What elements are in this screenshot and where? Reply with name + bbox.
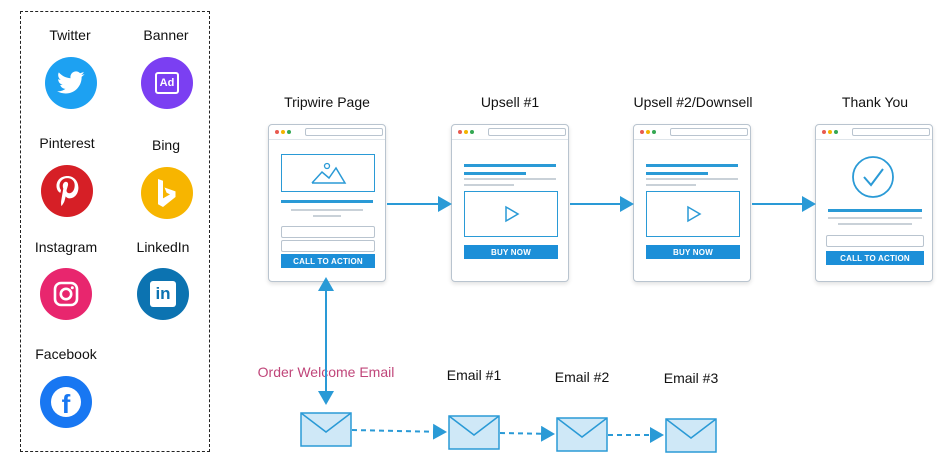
envelope-icon-email-1 (448, 415, 500, 450)
source-label-linkedin: LinkedIn (136, 239, 190, 255)
source-label-twitter: Twitter (49, 27, 91, 43)
email-label-3: Email #3 (663, 370, 719, 386)
call-to-action-button-thank-you[interactable]: CALL TO ACTION (826, 251, 924, 265)
source-label-facebook: Facebook (35, 346, 97, 362)
video-play-icon (464, 191, 558, 237)
envelope-icon-email-3 (665, 418, 717, 453)
envelope-icon-order-welcome (300, 412, 352, 447)
source-label-pinterest: Pinterest (39, 135, 95, 151)
dashed-arrow-email-0-to-1 (351, 423, 447, 440)
checkmark-icon (851, 155, 895, 199)
thank-you-page-mockup: CALL TO ACTION (815, 124, 933, 282)
buy-now-button-2[interactable]: BUY NOW (646, 245, 740, 259)
upsell-2-page-mockup: BUY NOW (633, 124, 751, 282)
funnel-step-title-thank-you: Thank You (841, 94, 909, 110)
twitter-icon (45, 57, 97, 109)
buy-now-button-1[interactable]: BUY NOW (464, 245, 558, 259)
dashed-arrow-email-1-to-2 (499, 425, 555, 442)
video-play-icon (646, 191, 740, 237)
bing-icon (141, 167, 193, 219)
envelope-icon-email-2 (556, 417, 608, 452)
tripwire-page-mockup: CALL TO ACTION (268, 124, 386, 282)
image-placeholder-icon (281, 154, 375, 192)
email-label-1: Email #1 (446, 367, 502, 383)
funnel-step-title-upsell-1: Upsell #1 (480, 94, 540, 110)
upsell-1-page-mockup: BUY NOW (451, 124, 569, 282)
linkedin-icon: in (137, 268, 189, 320)
instagram-icon (40, 268, 92, 320)
source-label-instagram: Instagram (34, 239, 98, 255)
facebook-icon: f (40, 376, 92, 428)
ad-icon: Ad (141, 57, 193, 109)
pinterest-icon (41, 165, 93, 217)
email-label-2: Email #2 (554, 369, 610, 385)
funnel-step-title-tripwire: Tripwire Page (284, 94, 370, 110)
source-label-bing: Bing (151, 137, 181, 153)
source-label-banner: Banner (143, 27, 189, 43)
funnel-step-title-upsell-2: Upsell #2/Downsell (633, 94, 753, 110)
traffic-sources-panel (20, 11, 210, 452)
call-to-action-button[interactable]: CALL TO ACTION (281, 254, 375, 268)
